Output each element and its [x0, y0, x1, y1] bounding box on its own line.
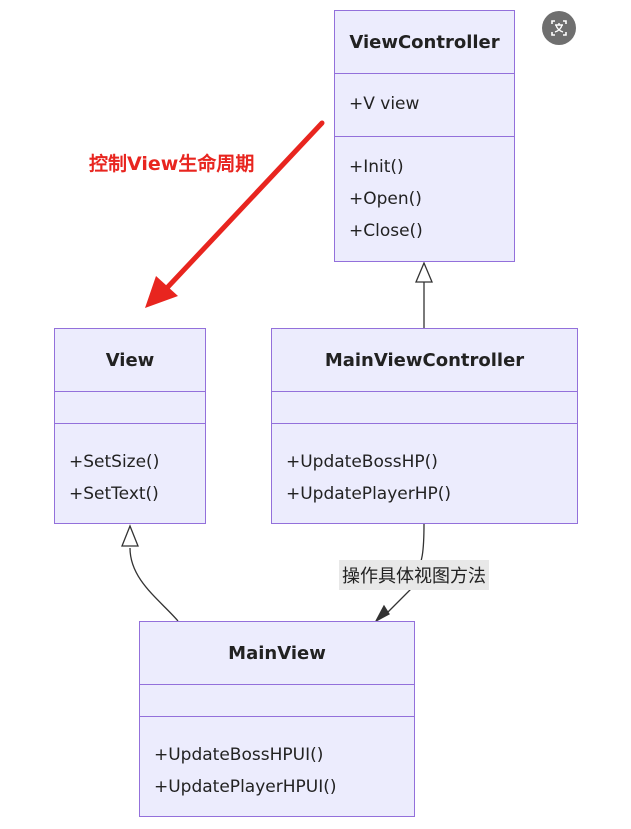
- annotation-arrow-line: [162, 120, 325, 293]
- annotation-arrowhead: [145, 276, 178, 308]
- method: +UpdatePlayerHP(): [286, 484, 452, 504]
- translate-glyph-icon: [551, 20, 567, 36]
- method: +UpdateBossHPUI(): [154, 745, 324, 765]
- method: +Close(): [349, 221, 423, 241]
- class-name: ViewController: [349, 31, 500, 53]
- class-mainview: MainView +UpdateBossHPUI() +UpdatePlayer…: [139, 621, 415, 817]
- method: +Open(): [349, 189, 422, 209]
- method: +UpdatePlayerHPUI(): [154, 777, 337, 797]
- association-arrowhead: [374, 604, 390, 623]
- class-view: View +SetSize() +SetText(): [54, 328, 206, 524]
- class-mainviewcontroller: MainViewController +UpdateBossHP() +Upda…: [271, 328, 578, 524]
- inheritance-arrowhead-view: [121, 524, 139, 547]
- method: +SetText(): [69, 484, 159, 504]
- method: +Init(): [349, 157, 404, 177]
- method: +UpdateBossHP(): [286, 452, 438, 472]
- class-name: MainViewController: [324, 349, 525, 371]
- class-name: MainView: [228, 642, 326, 664]
- association-label: 操作具体视图方法: [339, 560, 489, 590]
- class-viewcontroller: ViewController +V view +Init() +Open() +…: [334, 10, 515, 262]
- field: +V view: [349, 94, 420, 114]
- translate-close-icon[interactable]: [542, 11, 576, 45]
- inheritance-edge-mainview: [129, 547, 179, 622]
- method: +SetSize(): [69, 452, 160, 472]
- annotation-label: 控制View生命周期: [89, 153, 255, 175]
- inheritance-arrowhead-viewcontroller: [415, 261, 433, 283]
- class-name: View: [105, 349, 155, 371]
